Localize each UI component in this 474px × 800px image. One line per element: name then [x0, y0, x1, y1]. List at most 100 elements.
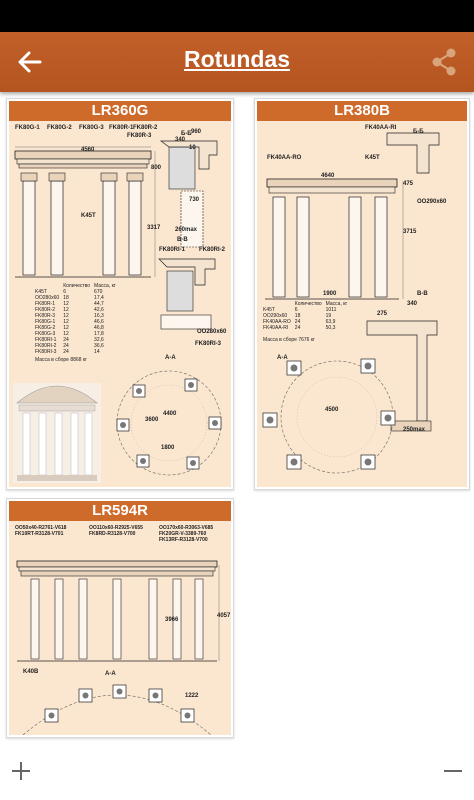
- share-icon: [432, 48, 456, 76]
- table-header-cell: Масса, кг: [94, 283, 116, 289]
- table-row: FK80G-2 12 46,8: [33, 325, 118, 331]
- table-cell: 44,7: [94, 301, 104, 307]
- table-cell: 1011: [325, 307, 337, 313]
- elevation-drawing: [16, 560, 220, 735]
- dimension-label: 1800: [161, 445, 175, 451]
- table-cell: FK80G-2: [35, 325, 56, 331]
- part-label: FK80RI-2: [199, 247, 226, 253]
- zoom-in-button[interactable]: [8, 758, 34, 784]
- part-label: FK8RD-R3128-V700: [89, 531, 136, 537]
- table-cell: K45T: [263, 307, 275, 313]
- dimension-label: 730: [189, 197, 200, 203]
- arrow-left-icon: [18, 51, 42, 73]
- table-cell: 46,8: [94, 325, 104, 331]
- table-cell: FK80G-3: [35, 331, 56, 337]
- table-cell: 12: [63, 313, 69, 319]
- back-button[interactable]: [12, 44, 48, 80]
- dimension-label: 10: [189, 145, 196, 151]
- rotunda-card-lr380b[interactable]: LR380B FK40AA-RI FK40: [254, 98, 470, 490]
- rotunda-card-lr360g[interactable]: LR360G: [6, 98, 234, 490]
- part-label: FK80R-3: [127, 133, 152, 139]
- table-cell: 24: [63, 343, 69, 349]
- table-cell: FK80RI-3: [35, 349, 57, 355]
- part-label: OO290x60: [417, 199, 447, 205]
- table-cell: 46,6: [94, 319, 104, 325]
- table-row: K45T 6 670: [33, 289, 118, 295]
- table-cell: 12: [63, 325, 69, 331]
- table-row: FK80RI-3 24 14: [33, 349, 118, 355]
- section-label: А-А: [105, 671, 116, 677]
- part-label: FK80RI-3: [195, 341, 222, 347]
- table-row: FK80RI-2 24 36,6: [33, 343, 118, 349]
- rotunda-card-lr594r[interactable]: LR594R OO50x40-R2761-V618 OO: [6, 498, 234, 738]
- part-label: FK80G-1: [15, 125, 40, 131]
- drawing-sheet: LR594R OO50x40-R2761-V618 OO: [9, 501, 231, 735]
- page-title: Rotundas: [183, 46, 291, 72]
- part-label: OO50x40-R2761-V618: [15, 525, 67, 531]
- section-label: Б-Б: [181, 131, 192, 137]
- dimension-label: 3715: [403, 229, 417, 235]
- dimension-label: 4057: [217, 613, 231, 619]
- part-label: FK80G-3: [79, 125, 104, 131]
- table-cell: 24: [63, 349, 69, 355]
- section-label: А-А: [277, 355, 288, 361]
- table-cell: FK80RI-2: [35, 343, 57, 349]
- share-button[interactable]: [426, 44, 462, 80]
- dimension-label: 260max: [175, 227, 198, 233]
- table-cell: 24: [63, 337, 69, 343]
- elevation-drawing: [262, 132, 440, 474]
- dimension-label: 4500: [325, 407, 339, 413]
- table-cell: 16,3: [94, 313, 104, 319]
- dimension-label: 340: [175, 137, 186, 143]
- dimension-label: 960: [191, 129, 202, 135]
- card-title: LR380B: [257, 101, 467, 121]
- mass-note: Масса в сборе 8868 кг: [35, 357, 87, 363]
- table-header-cell: Масса, кг: [325, 301, 348, 307]
- section-label: А-А: [165, 355, 176, 361]
- table-cell: FK80G-1: [35, 319, 56, 325]
- part-label: OO110x60-R2925-V655: [89, 525, 143, 531]
- table-cell: 6: [294, 307, 298, 313]
- table-cell: FK40AA-RI: [263, 325, 289, 331]
- table-cell: 6: [63, 289, 66, 295]
- dimension-label: 275: [377, 311, 388, 317]
- minus-icon: [444, 770, 462, 772]
- part-label: FK40AA-RO: [267, 155, 302, 161]
- table-cell: K45T: [35, 289, 47, 295]
- table-cell: 36,6: [94, 343, 104, 349]
- dimension-label: 3317: [147, 225, 161, 231]
- dimension-label: 4640: [321, 173, 335, 179]
- table-cell: 670: [94, 289, 103, 295]
- table-cell: 12: [63, 307, 69, 313]
- table-cell: 12: [63, 301, 69, 307]
- dimension-label: 3966: [165, 617, 179, 623]
- table-cell: 14: [94, 349, 100, 355]
- table-cell: FK80R-2: [35, 307, 56, 313]
- table-header-row: Количество Масса, кг: [261, 301, 349, 307]
- table-cell: 17,4: [94, 295, 104, 301]
- section-label: В-В: [177, 237, 188, 243]
- section-label: В-В: [417, 291, 428, 297]
- table-cell: 24: [294, 319, 301, 325]
- table-cell: 19: [325, 313, 332, 319]
- part-label: FK20GR-V-3389-760: [159, 531, 207, 537]
- part-label: K45T: [365, 155, 380, 161]
- table-cell: 50,3: [325, 325, 336, 331]
- table-cell: FK80RI-1: [35, 337, 57, 343]
- plus-icon: [12, 762, 30, 780]
- part-label: OO280x60: [197, 329, 227, 335]
- dimension-label: 1222: [185, 693, 199, 699]
- part-label: FK80RI-1: [159, 247, 186, 253]
- zoom-out-button[interactable]: [440, 758, 466, 784]
- part-label: K45T: [81, 213, 96, 219]
- dimension-label: 3600: [145, 417, 159, 423]
